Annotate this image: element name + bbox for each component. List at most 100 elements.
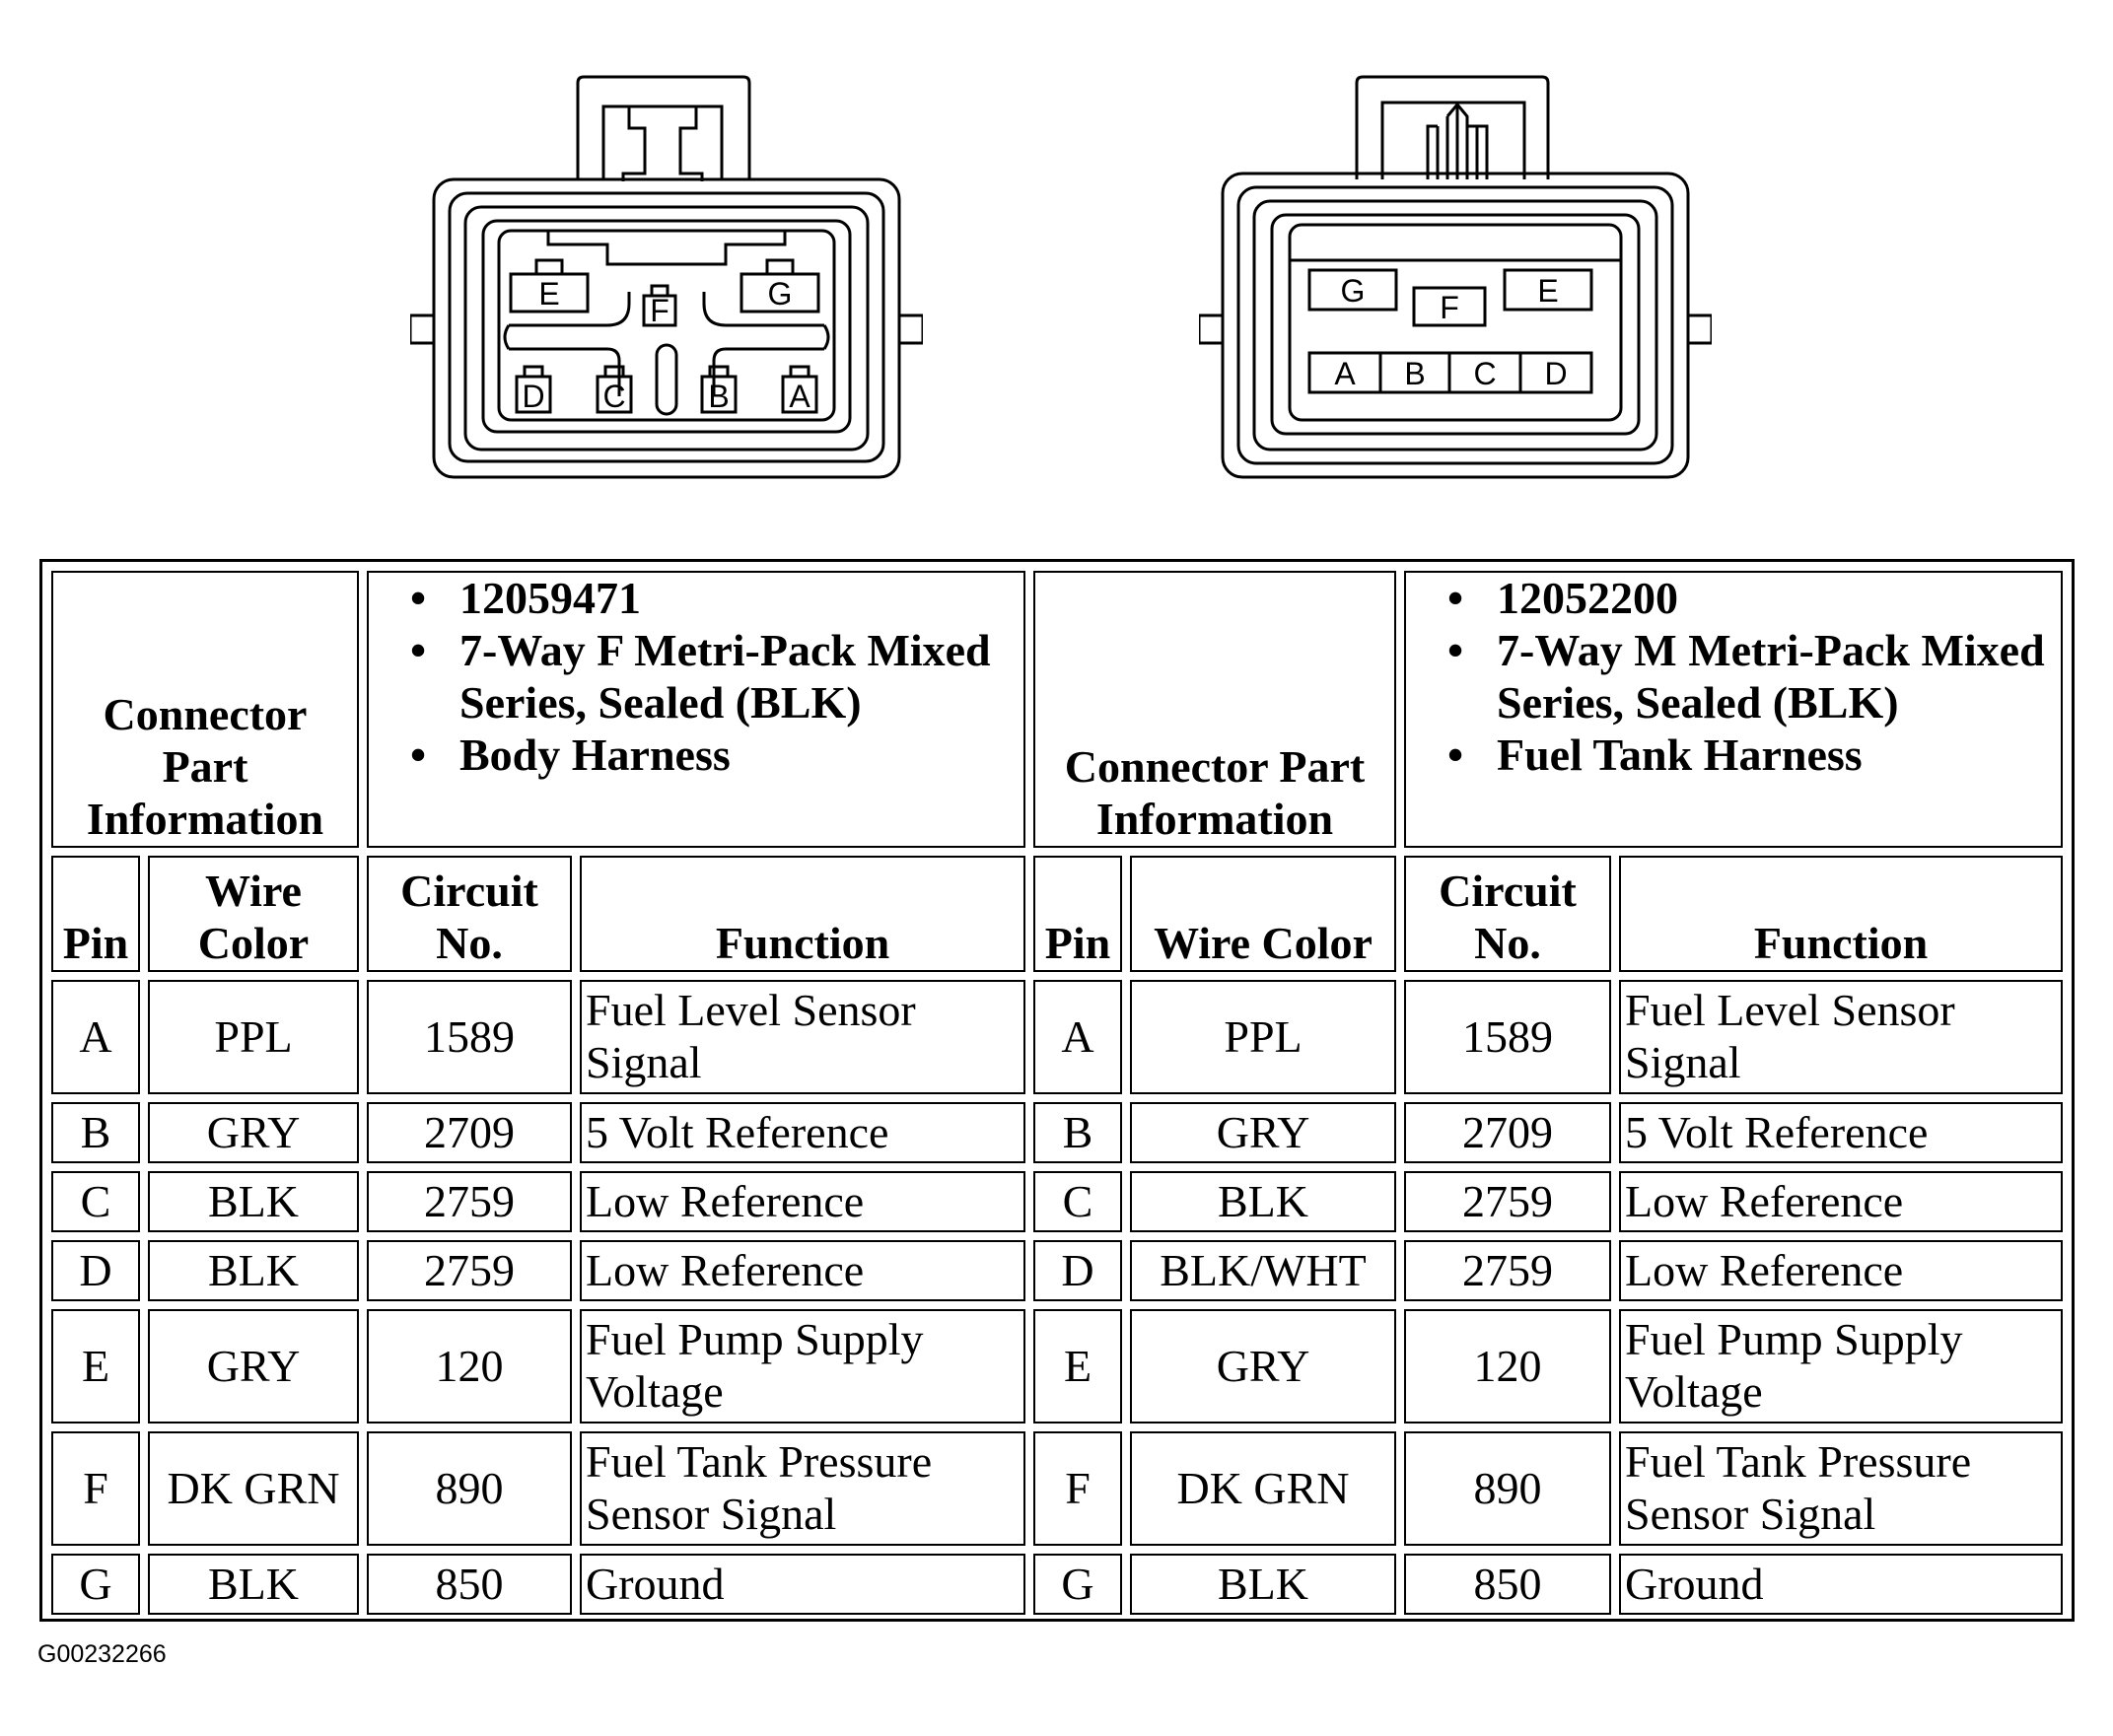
header-circuit-no: Circuit No. <box>1404 856 1611 972</box>
right-harness: Fuel Tank Harness <box>1447 729 2057 782</box>
circuit-cell: 2709 <box>1404 1102 1611 1163</box>
wire-color-cell: GRY <box>1130 1102 1396 1163</box>
pin-label-bottom-1: A <box>1334 356 1356 391</box>
header-pin: Pin <box>1033 856 1122 972</box>
pin-cell: F <box>51 1431 140 1546</box>
right-part-info: 12052200 7-Way M Metri-Pack Mixed Series… <box>1404 571 2063 848</box>
pin-cell: D <box>51 1240 140 1301</box>
header-wire-color: Wire Color <box>148 856 359 972</box>
pin-cell: E <box>51 1309 140 1424</box>
right-info-title: Connector Part Information <box>1033 571 1396 848</box>
header-function: Function <box>1619 856 2063 972</box>
circuit-cell: 2759 <box>1404 1171 1611 1232</box>
pin-cell: E <box>1033 1309 1122 1424</box>
circuit-cell: 120 <box>1404 1309 1611 1424</box>
function-cell: Fuel Tank Pressure Sensor Signal <box>1619 1431 2063 1546</box>
wire-color-cell: GRY <box>148 1102 359 1163</box>
body-harness-connector-drawing: E F G D C B A <box>408 71 925 500</box>
circuit-cell: 2759 <box>367 1171 572 1232</box>
pin-label-bottom-3: C <box>1473 356 1496 391</box>
pin-label-top-2: F <box>1440 290 1459 325</box>
right-part-number: 12052200 <box>1447 573 2057 625</box>
circuit-cell: 890 <box>1404 1431 1611 1546</box>
right-part-description: 7-Way M Metri-Pack Mixed Series, Sealed … <box>1447 625 2057 729</box>
function-cell: Ground <box>580 1554 1025 1615</box>
circuit-cell: 1589 <box>1404 980 1611 1094</box>
table-row: C BLK 2759 Low Reference C BLK 2759 Low … <box>51 1171 2063 1232</box>
pin-cell: G <box>51 1554 140 1615</box>
function-cell: Fuel Level Sensor Signal <box>580 980 1025 1094</box>
function-cell: Fuel Pump Supply Voltage <box>1619 1309 2063 1424</box>
wire-color-cell: GRY <box>1130 1309 1396 1424</box>
function-cell: Fuel Pump Supply Voltage <box>580 1309 1025 1424</box>
circuit-cell: 120 <box>367 1309 572 1424</box>
wire-color-cell: DK GRN <box>1130 1431 1396 1546</box>
function-cell: Low Reference <box>580 1171 1025 1232</box>
wire-color-cell: BLK <box>1130 1171 1396 1232</box>
pin-label-bottom-2: B <box>1404 356 1425 391</box>
pin-label-top-3: G <box>768 276 793 312</box>
pin-cell: F <box>1033 1431 1122 1546</box>
left-harness: Body Harness <box>410 729 1020 782</box>
part-info-row: Connector Part Information 12059471 7-Wa… <box>51 571 2063 848</box>
table-row: G BLK 850 Ground G BLK 850 Ground <box>51 1554 2063 1615</box>
pin-cell: D <box>1033 1240 1122 1301</box>
wire-color-cell: PPL <box>148 980 359 1094</box>
table-outer-frame <box>39 559 2075 1622</box>
table-row: B GRY 2709 5 Volt Reference B GRY 2709 5… <box>51 1102 2063 1163</box>
left-part-number: 12059471 <box>410 573 1020 625</box>
function-cell: Low Reference <box>1619 1240 2063 1301</box>
table-row: A PPL 1589 Fuel Level Sensor Signal A PP… <box>51 980 2063 1094</box>
left-part-description: 7-Way F Metri-Pack Mixed Series, Sealed … <box>410 625 1020 729</box>
wire-color-cell: BLK <box>148 1554 359 1615</box>
table-row: F DK GRN 890 Fuel Tank Pressure Sensor S… <box>51 1431 2063 1546</box>
pin-label-bottom-1: D <box>522 379 544 414</box>
header-pin: Pin <box>51 856 140 972</box>
wire-color-cell: BLK <box>148 1240 359 1301</box>
pin-label-top-2: F <box>650 293 669 328</box>
column-header-row: Pin Wire Color Circuit No. Function Pin … <box>51 856 2063 972</box>
function-cell: 5 Volt Reference <box>1619 1102 2063 1163</box>
circuit-cell: 850 <box>1404 1554 1611 1615</box>
header-function: Function <box>580 856 1025 972</box>
circuit-cell: 2759 <box>1404 1240 1611 1301</box>
wire-color-cell: BLK <box>1130 1554 1396 1615</box>
wire-color-cell: BLK <box>148 1171 359 1232</box>
wire-color-cell: GRY <box>148 1309 359 1424</box>
pin-label-bottom-3: B <box>708 379 729 414</box>
pin-label-top-3: E <box>1537 273 1558 309</box>
circuit-cell: 2759 <box>367 1240 572 1301</box>
table-row: D BLK 2759 Low Reference D BLK/WHT 2759 … <box>51 1240 2063 1301</box>
pin-cell: C <box>51 1171 140 1232</box>
pin-label-bottom-2: C <box>602 379 625 414</box>
pinout-table: Connector Part Information 12059471 7-Wa… <box>43 563 2071 1623</box>
function-cell: Ground <box>1619 1554 2063 1615</box>
circuit-cell: 1589 <box>367 980 572 1094</box>
pin-label-top-1: G <box>1341 273 1366 309</box>
function-cell: 5 Volt Reference <box>580 1102 1025 1163</box>
pin-label-top-1: E <box>538 276 559 312</box>
header-circuit-no: Circuit No. <box>367 856 572 972</box>
wire-color-cell: DK GRN <box>148 1431 359 1546</box>
left-info-title: Connector Part Information <box>51 571 359 848</box>
pin-cell: G <box>1033 1554 1122 1615</box>
wire-color-cell: PPL <box>1130 980 1396 1094</box>
left-part-info: 12059471 7-Way F Metri-Pack Mixed Series… <box>367 571 1025 848</box>
pin-label-bottom-4: D <box>1544 356 1567 391</box>
pin-cell: A <box>51 980 140 1094</box>
pin-cell: A <box>1033 980 1122 1094</box>
function-cell: Low Reference <box>580 1240 1025 1301</box>
function-cell: Fuel Tank Pressure Sensor Signal <box>580 1431 1025 1546</box>
circuit-cell: 890 <box>367 1431 572 1546</box>
pin-cell: C <box>1033 1171 1122 1232</box>
header-wire-color: Wire Color <box>1130 856 1396 972</box>
pin-cell: B <box>1033 1102 1122 1163</box>
pin-label-bottom-4: A <box>789 379 810 414</box>
circuit-cell: 2709 <box>367 1102 572 1163</box>
function-cell: Low Reference <box>1619 1171 2063 1232</box>
figure-id: G00232266 <box>37 1640 167 1668</box>
fuel-tank-harness-connector-drawing: G F E A B C D <box>1197 71 1714 500</box>
function-cell: Fuel Level Sensor Signal <box>1619 980 2063 1094</box>
table-row: E GRY 120 Fuel Pump Supply Voltage E GRY… <box>51 1309 2063 1424</box>
wire-color-cell: BLK/WHT <box>1130 1240 1396 1301</box>
